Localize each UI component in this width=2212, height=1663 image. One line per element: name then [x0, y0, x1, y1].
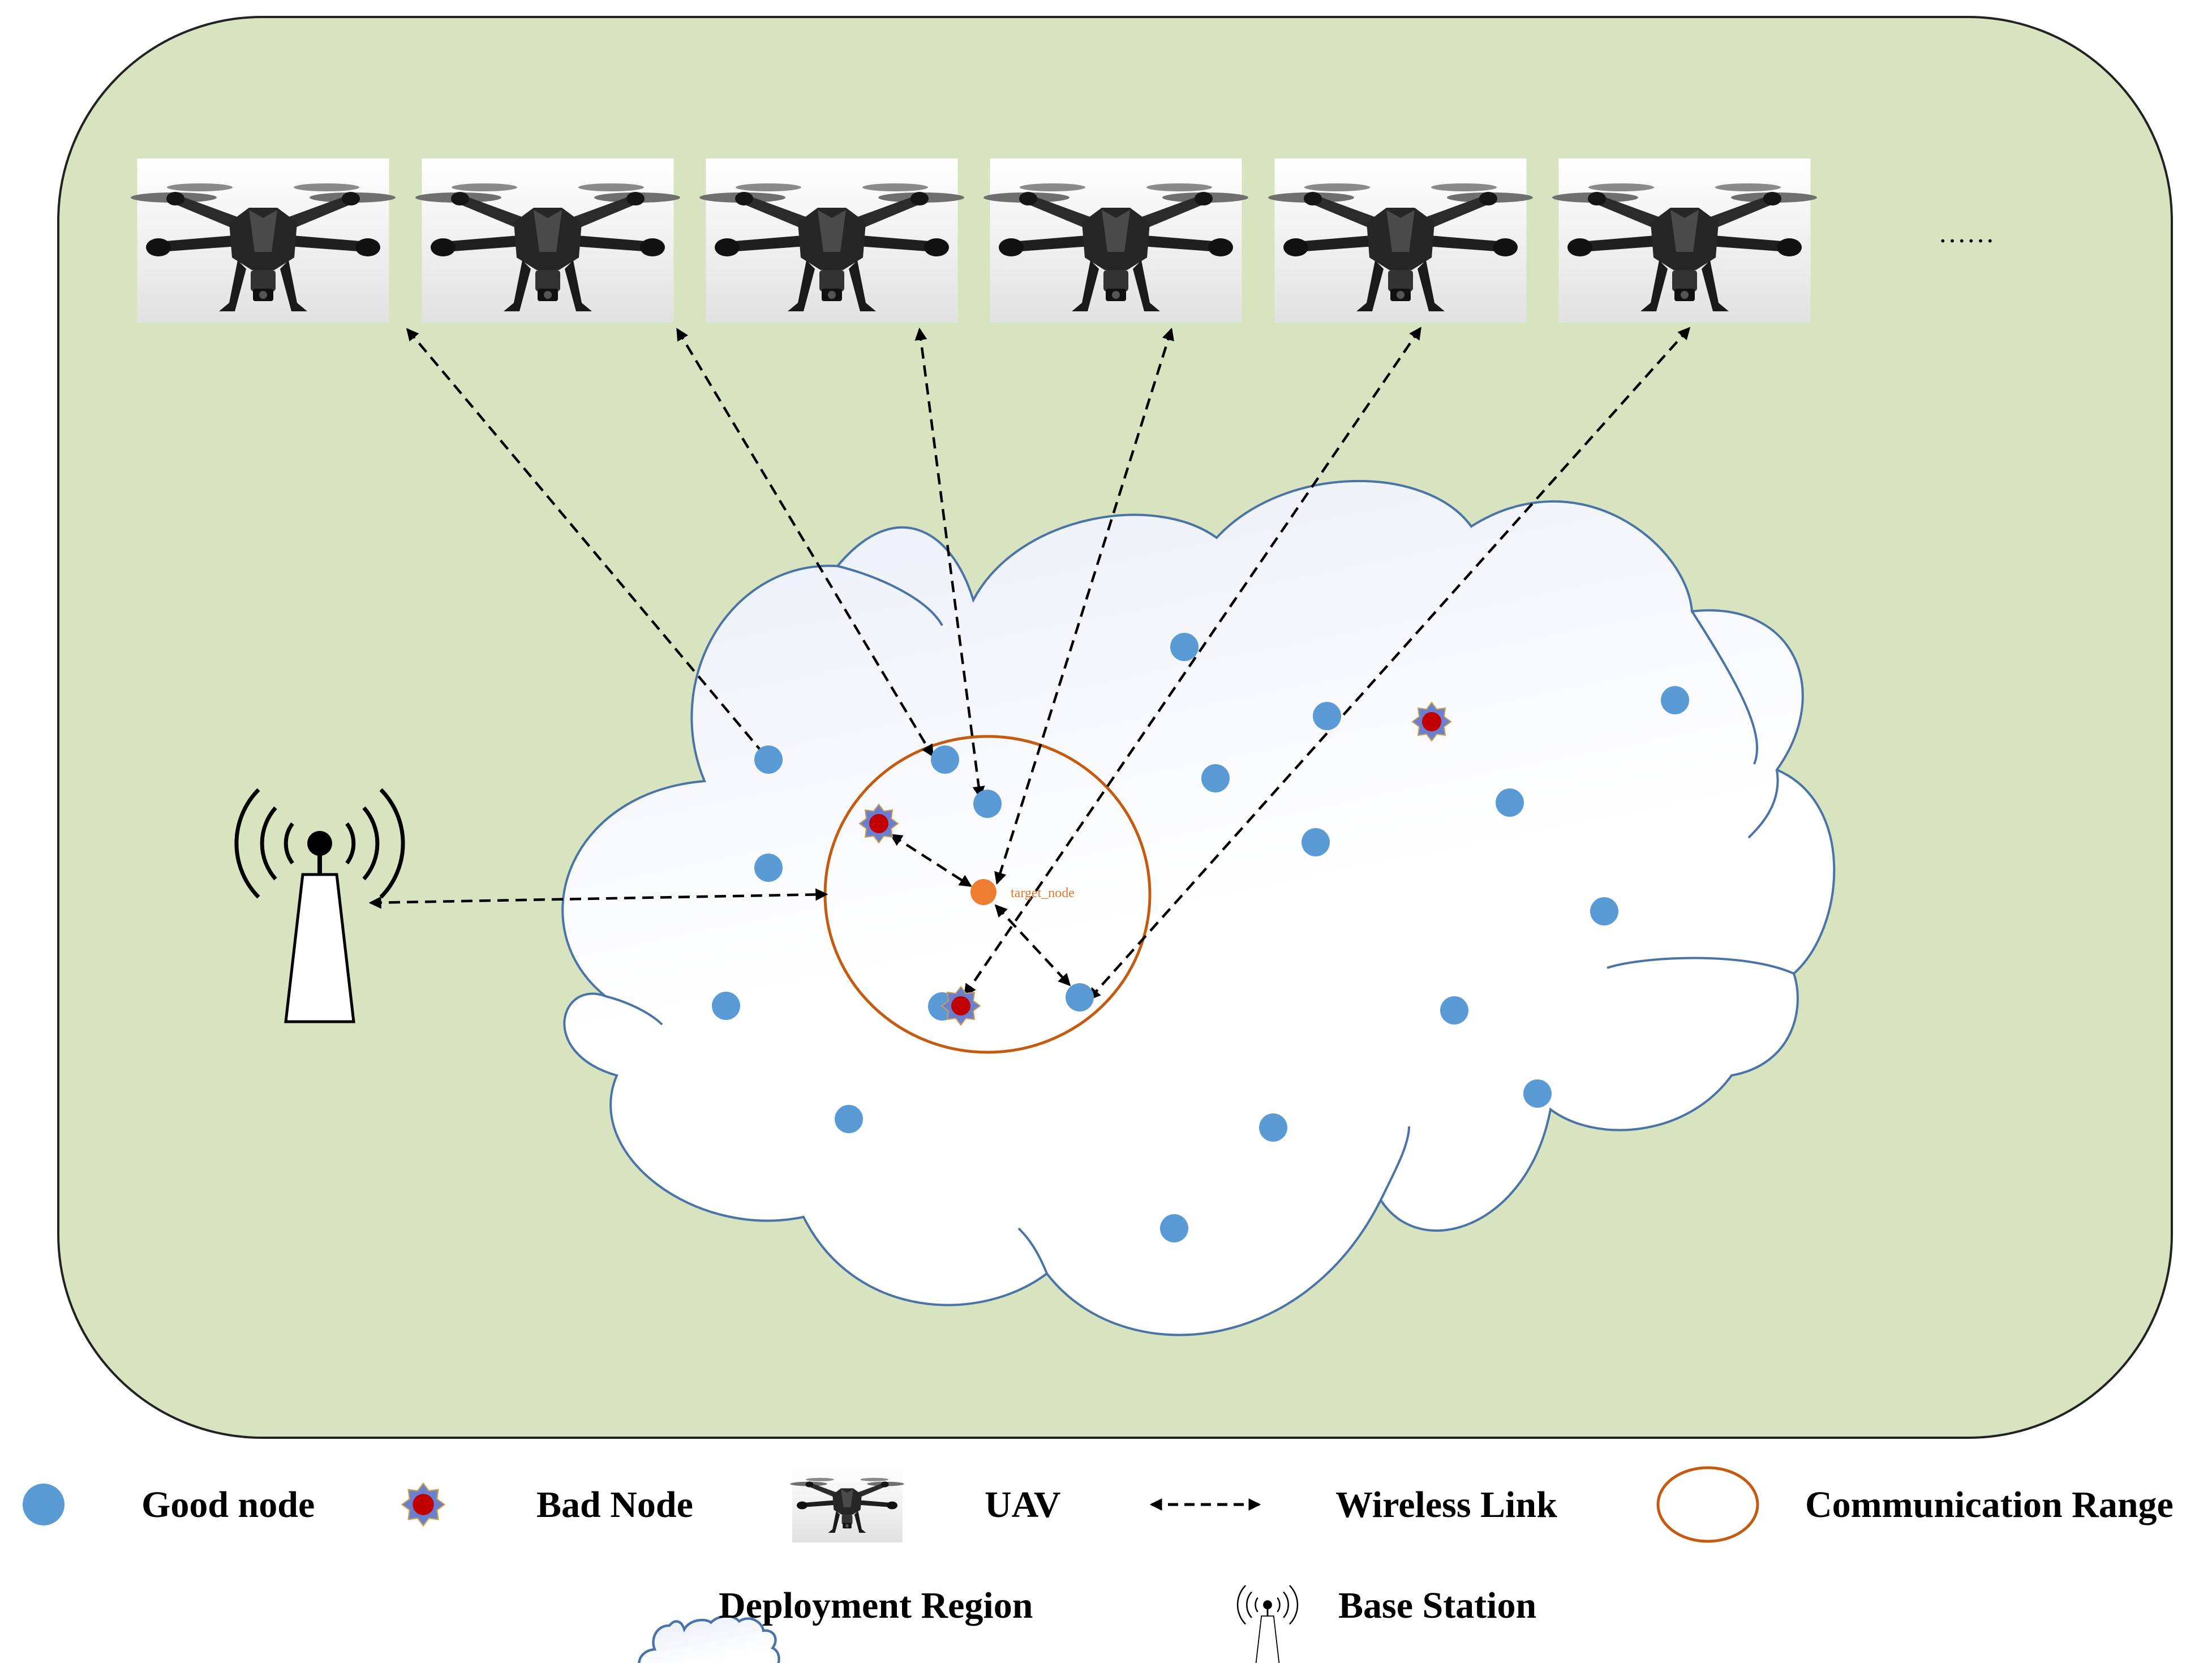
legend-bad-node-icon [401, 1482, 445, 1527]
good-node [1661, 686, 1689, 714]
uav-icon [1268, 158, 1533, 323]
good-node [1496, 788, 1524, 817]
legend-base-station-icon [1236, 1584, 1299, 1663]
legend-good-node-label: Good node [141, 1484, 315, 1525]
legend-uav-icon [790, 1466, 904, 1542]
legend-bad-node-label: Bad Node [536, 1484, 693, 1525]
uav-icon [983, 158, 1248, 323]
good-node [1170, 633, 1199, 661]
bad-node [941, 986, 981, 1026]
uav-ellipsis: …… [1938, 217, 1995, 248]
good-node [1201, 764, 1230, 792]
good-nodes [712, 633, 1689, 1242]
target-node-label: target_node [1011, 886, 1075, 901]
wireless-link [890, 834, 972, 887]
target-node [970, 879, 997, 905]
uav-icon [699, 158, 964, 323]
legend-good-node-icon [23, 1484, 65, 1525]
legend: Good node Bad Node UAV Wireless Link Com… [23, 1466, 2174, 1663]
uav-row [131, 158, 1817, 323]
wireless-link [1088, 327, 1691, 1001]
uav-icon [1552, 158, 1817, 323]
wireless-link [676, 328, 934, 757]
good-node [1302, 828, 1330, 856]
legend-base-station-label: Base Station [1338, 1585, 1536, 1626]
bad-node [1412, 702, 1451, 742]
good-node [1160, 1214, 1188, 1242]
legend-deployment-region-label: Deployment Region [719, 1585, 1033, 1626]
good-node [1313, 702, 1341, 730]
good-node [973, 790, 1002, 818]
legend-uav-label: UAV [985, 1484, 1060, 1525]
good-node [712, 992, 740, 1020]
wireless-link [368, 888, 828, 909]
bad-node [859, 804, 899, 843]
wireless-link [914, 327, 985, 799]
good-node [931, 745, 959, 774]
good-node [1590, 897, 1618, 925]
good-node [1523, 1079, 1552, 1108]
good-node [754, 745, 783, 774]
legend-communication-range-icon [1656, 1466, 1759, 1543]
good-node [835, 1105, 863, 1133]
good-node [754, 854, 783, 882]
good-node [1259, 1113, 1287, 1142]
good-node [1440, 996, 1468, 1025]
legend-communication-range-label: Communication Range [1805, 1484, 2174, 1525]
wireless-links [368, 327, 1691, 1001]
legend-wireless-link-label: Wireless Link [1335, 1484, 1557, 1525]
uav-icon [131, 158, 396, 323]
uav-icon [415, 158, 680, 323]
wireless-link [406, 328, 770, 761]
good-node [1066, 983, 1094, 1011]
